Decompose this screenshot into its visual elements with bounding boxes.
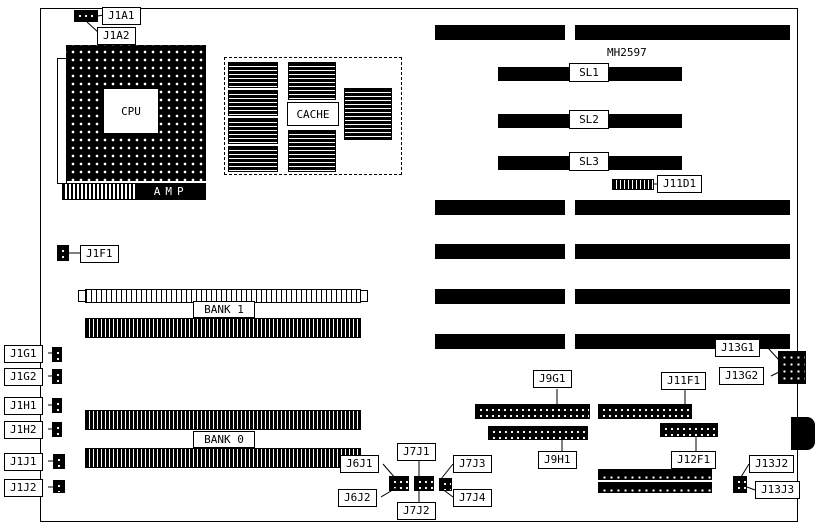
amp-socket-bar: AMP xyxy=(62,183,206,200)
label-j7j3: J7J3 xyxy=(453,455,492,473)
label-j1j1: J1J1 xyxy=(4,453,43,471)
barcode-stripes xyxy=(63,184,138,199)
header-row-j12f1 xyxy=(598,482,712,493)
label-j1a1: J1A1 xyxy=(102,7,141,25)
label-j1f1: J1F1 xyxy=(80,245,119,263)
cache-label: CACHE xyxy=(287,102,339,126)
keyboard-connector xyxy=(791,417,815,450)
header-row-j12f1 xyxy=(598,469,712,480)
bank0-socket-top xyxy=(85,410,361,430)
label-j7j4: J7J4 xyxy=(453,489,492,507)
jumper-icon-j13j xyxy=(733,476,747,493)
header-icon-j9h1 xyxy=(488,426,588,440)
label-j9g1: J9G1 xyxy=(533,370,572,388)
expansion-slot xyxy=(435,244,565,259)
label-sl3: SL3 xyxy=(569,152,609,171)
label-j1h1: J1H1 xyxy=(4,397,43,415)
label-j1g2: J1G2 xyxy=(4,368,43,386)
label-j1a2: J1A2 xyxy=(97,27,136,45)
label-j13g2: J13G2 xyxy=(719,367,765,385)
simm-clip xyxy=(78,290,86,302)
jumper-icon-j1a1 xyxy=(74,10,98,22)
label-j7j2: J7J2 xyxy=(397,502,436,520)
connector-icon-j11d1 xyxy=(612,179,654,190)
label-sl2: SL2 xyxy=(569,110,609,129)
expansion-slot xyxy=(435,289,565,304)
label-j11d1: J11D1 xyxy=(657,175,703,193)
jumper-block xyxy=(439,478,452,491)
simm-clip xyxy=(360,290,368,302)
label-j1g1: J1G1 xyxy=(4,345,43,363)
label-j6j1: J6J1 xyxy=(340,455,379,473)
label-j7j1: J7J1 xyxy=(397,443,436,461)
label-sl1: SL1 xyxy=(569,63,609,82)
label-j11f1: J11F1 xyxy=(661,372,707,390)
cache-region xyxy=(224,57,402,175)
cpu-label: CPU xyxy=(103,88,159,134)
jumper-block xyxy=(389,476,409,491)
cache-chip xyxy=(288,62,336,100)
label-j1h2: J1H2 xyxy=(4,421,43,439)
expansion-slot xyxy=(435,200,565,215)
expansion-slot xyxy=(575,200,790,215)
expansion-slot xyxy=(435,25,565,40)
jumper-icon-j1j1 xyxy=(53,454,65,469)
zif-lever-strip xyxy=(57,58,67,184)
label-j9h1: J9H1 xyxy=(538,451,577,469)
cache-chip xyxy=(228,118,278,144)
label-j13j2: J13J2 xyxy=(749,455,795,473)
cache-chip xyxy=(228,62,278,88)
label-j13j3: J13J3 xyxy=(755,481,801,499)
header-icon-j11f1 xyxy=(598,404,692,419)
label-j12f1: J12F1 xyxy=(671,451,717,469)
cache-chip xyxy=(228,146,278,172)
jumper-icon-j1f1 xyxy=(57,245,69,261)
expansion-slot xyxy=(575,244,790,259)
cache-chip xyxy=(344,88,392,140)
expansion-slot xyxy=(575,289,790,304)
jumper-icon-j1j2 xyxy=(53,480,65,493)
header-icon-j9g1 xyxy=(475,404,590,419)
pingrid-icon-j13g xyxy=(778,351,806,384)
jumper-block xyxy=(414,476,434,491)
label-j1j2: J1J2 xyxy=(4,479,43,497)
cache-chip xyxy=(288,130,336,172)
bank0-label: BANK 0 xyxy=(193,431,255,448)
board-model: MH2597 xyxy=(607,46,647,59)
expansion-slot xyxy=(435,334,565,349)
header-icon-j11f1-b xyxy=(660,423,718,437)
amp-label: AMP xyxy=(137,184,205,199)
label-j6j2: J6J2 xyxy=(338,489,377,507)
cpu-socket xyxy=(66,45,206,181)
bank1-socket-bottom xyxy=(85,318,361,338)
expansion-slot xyxy=(575,25,790,40)
bank1-label: BANK 1 xyxy=(193,301,255,318)
jumper-icon-j1g1 xyxy=(52,347,62,362)
label-j13g1: J13G1 xyxy=(715,339,761,357)
cache-chip xyxy=(228,90,278,116)
